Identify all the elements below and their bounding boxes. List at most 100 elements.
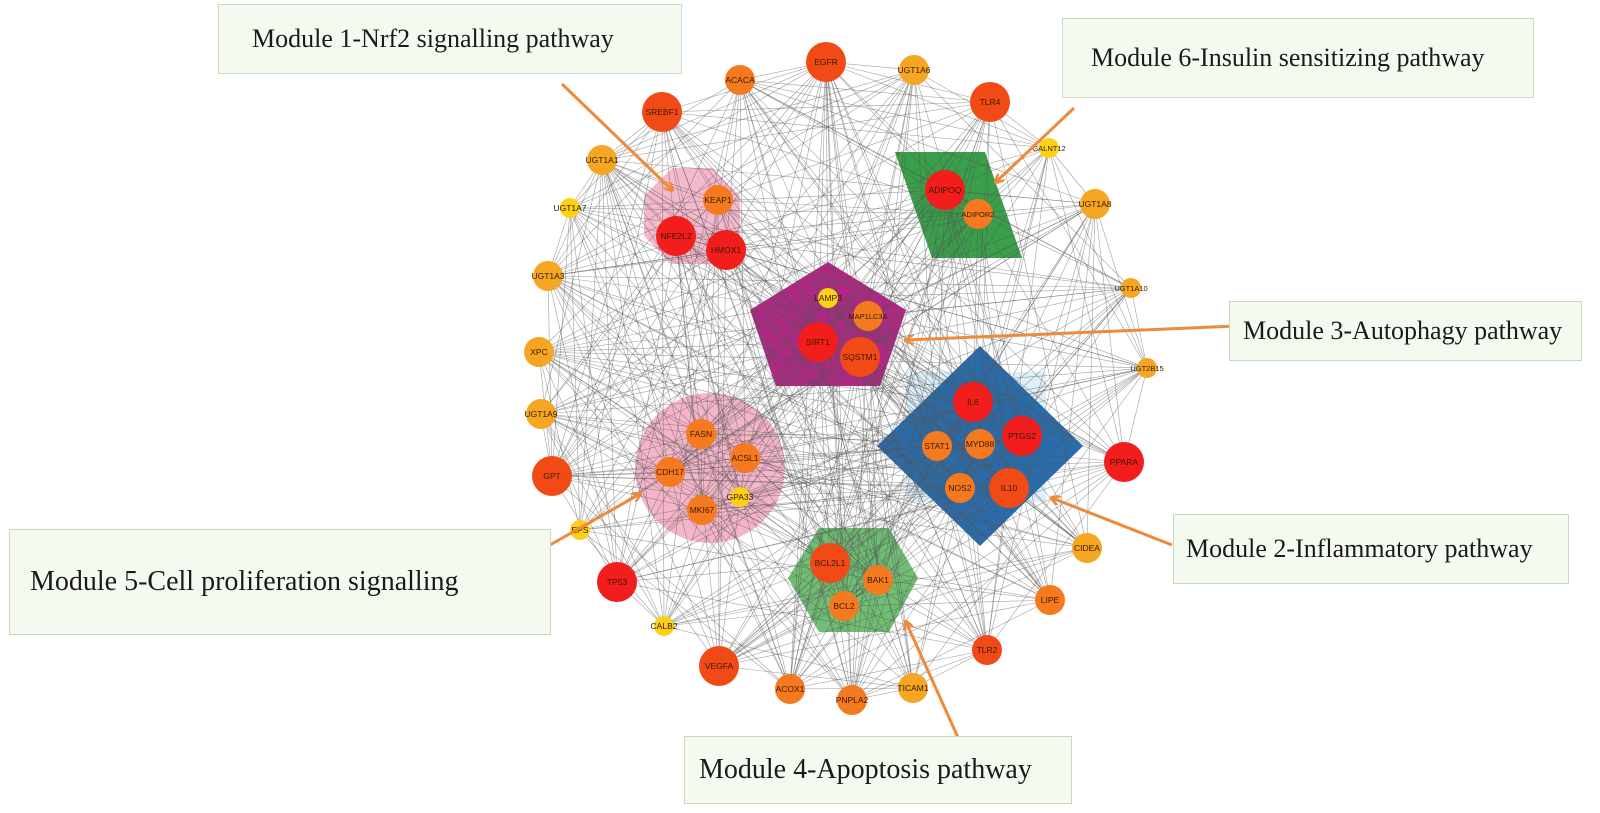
node-xpc[interactable]: XPC (524, 337, 554, 367)
network-edge (601, 159, 618, 583)
node-label: PTGS2 (1008, 431, 1036, 441)
node-calb2[interactable]: CALB2 (651, 616, 678, 636)
node-ugt2b15[interactable]: UGT2B15 (1130, 358, 1164, 378)
node-ugt1a7[interactable]: UGT1A7 (553, 198, 587, 218)
module-5-label: Module 5-Cell proliferation signalling (9, 529, 551, 635)
network-edge (669, 287, 1132, 473)
node-ugt1a3[interactable]: UGT1A3 (531, 261, 565, 291)
node-lamp3[interactable]: LAMP3 (814, 288, 842, 308)
node-tlr2[interactable]: TLR2 (972, 635, 1002, 665)
node-sirt1[interactable]: SIRT1 (798, 322, 838, 362)
network-edge (744, 69, 915, 459)
network-edge (867, 315, 1010, 489)
node-ticam1[interactable]: TICAM1 (897, 673, 929, 703)
node-lipe[interactable]: LIPE (1035, 585, 1065, 615)
network-edge (538, 351, 988, 651)
network-edge (739, 79, 1125, 463)
node-nos2[interactable]: NOS2 (945, 473, 975, 503)
node-keap1[interactable]: KEAP1 (703, 185, 733, 215)
network-edge (547, 159, 603, 277)
node-fasn[interactable]: FASN (686, 419, 716, 449)
node-circle (798, 322, 838, 362)
module-arrows (533, 82, 1237, 754)
node-label: UGT1A7 (553, 203, 586, 213)
node-tlr4[interactable]: TLR4 (970, 82, 1010, 122)
network-edge (913, 69, 988, 651)
node-label: UGT1A8 (1078, 199, 1111, 209)
network-edge (789, 562, 831, 690)
node-vegfa[interactable]: VEGFA (699, 646, 739, 686)
node-tp53[interactable]: TP53 (597, 562, 637, 602)
node-stat1[interactable]: STAT1 (922, 431, 952, 461)
network-edge (538, 351, 581, 531)
node-ugt1a1[interactable]: UGT1A1 (585, 145, 619, 175)
node-circle (1137, 358, 1157, 378)
network-edge (825, 61, 914, 689)
network-edge (675, 235, 1148, 369)
network-edge (540, 413, 618, 583)
node-label: KEAP1 (704, 195, 732, 205)
node-cidea[interactable]: CIDEA (1072, 533, 1102, 563)
node-gpa33[interactable]: GPA33 (727, 487, 754, 507)
network-edge (1048, 147, 1125, 463)
node-label: VEGFA (705, 661, 734, 671)
node-bak1[interactable]: BAK1 (863, 565, 893, 595)
network-edge (540, 413, 702, 435)
node-ugt1a9[interactable]: UGT1A9 (524, 399, 558, 429)
node-label: LIPE (1041, 595, 1060, 605)
node-label: IL10 (1001, 483, 1018, 493)
node-ppara[interactable]: PPARA (1104, 442, 1144, 482)
network-edge (843, 547, 1088, 607)
node-bcl2l1[interactable]: BCL2L1 (810, 543, 850, 583)
network-edge (669, 356, 861, 473)
node-bcl2[interactable]: BCL2 (829, 591, 859, 621)
node-circle (533, 261, 563, 291)
network-edge (551, 207, 571, 477)
node-label: MKI67 (690, 505, 715, 515)
node-galnt12[interactable]: GALNT12 (1032, 138, 1066, 158)
node-circle (1039, 138, 1059, 158)
node-label: ACACA (725, 75, 755, 85)
node-acaca[interactable]: ACACA (725, 65, 755, 95)
node-circle (989, 468, 1029, 508)
node-ugt1a6[interactable]: UGT1A6 (897, 55, 931, 85)
node-ugt1a8[interactable]: UGT1A8 (1078, 189, 1112, 219)
node-label: TLR2 (977, 645, 998, 655)
network-edge (739, 61, 827, 498)
node-gpt[interactable]: GPT (532, 456, 572, 496)
node-pnpla2[interactable]: PNPLA2 (836, 685, 869, 715)
node-ptgs2[interactable]: PTGS2 (1002, 416, 1042, 456)
node-ugt1a10[interactable]: UGT1A10 (1114, 278, 1148, 298)
network-edge (538, 287, 1132, 353)
node-adipor2[interactable]: ADIPOR2 (962, 199, 995, 229)
node-hmox1[interactable]: HMOX1 (706, 230, 746, 270)
network-edge (538, 351, 879, 581)
network-edge (661, 111, 1125, 463)
node-circle (818, 288, 838, 308)
node-il6[interactable]: IL6 (953, 382, 993, 422)
node-egfr[interactable]: EGFR (806, 42, 846, 82)
network-edge (661, 111, 1050, 149)
node-circle (840, 337, 880, 377)
node-nfe2l2[interactable]: NFE2L2 (656, 216, 696, 256)
node-acox1[interactable]: ACOX1 (775, 674, 805, 704)
node-adipoq[interactable]: ADIPOQ (925, 170, 965, 210)
module-2-label: Module 2-Inflammatory pathway (1173, 514, 1569, 584)
node-il10[interactable]: IL10 (989, 468, 1029, 508)
node-cdh17[interactable]: CDH17 (655, 457, 685, 487)
node-label: STAT1 (924, 441, 949, 451)
node-acsl1[interactable]: ACSL1 (730, 443, 760, 473)
network-edge (675, 235, 914, 689)
network-edge (829, 562, 853, 701)
network-edge (579, 111, 663, 531)
node-srebf1[interactable]: SREBF1 (642, 92, 682, 132)
node-label: TLR4 (980, 97, 1001, 107)
network-edge (986, 203, 1096, 651)
node-sqstm1[interactable]: SQSTM1 (840, 337, 880, 377)
network-edge (825, 61, 1050, 149)
node-map1lc3a[interactable]: MAP1LC3A (848, 301, 888, 331)
network-edge (661, 111, 741, 498)
network-edge (789, 61, 827, 690)
node-myd88[interactable]: MYD88 (965, 429, 995, 459)
node-mki67[interactable]: MKI67 (687, 495, 717, 525)
